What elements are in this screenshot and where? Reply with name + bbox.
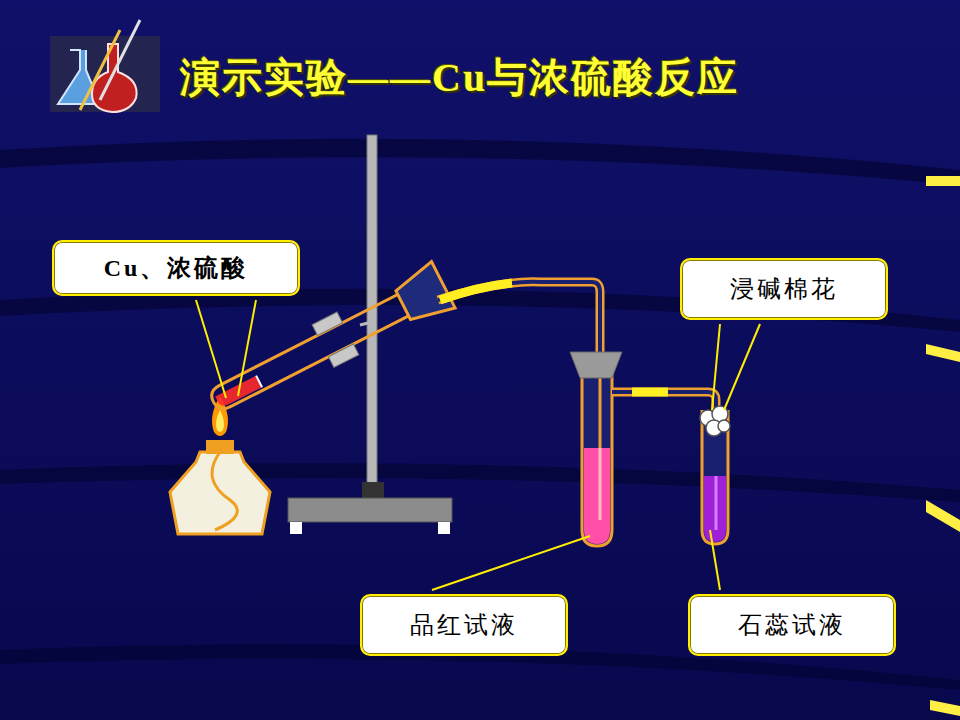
slide-title: 演示实验——Cu与浓硫酸反应 (180, 50, 739, 105)
callout-label: 品红试液 (410, 609, 518, 641)
callout-box: 浸碱棉花 (680, 258, 888, 320)
callout-label: 浸碱棉花 (730, 273, 838, 305)
callout-label: Cu、浓硫酸 (104, 252, 249, 284)
callout-box: 品红试液 (360, 594, 568, 656)
callout-box: Cu、浓硫酸 (52, 240, 300, 296)
callout-label: 石蕊试液 (738, 609, 846, 641)
callout-box: 石蕊试液 (688, 594, 896, 656)
